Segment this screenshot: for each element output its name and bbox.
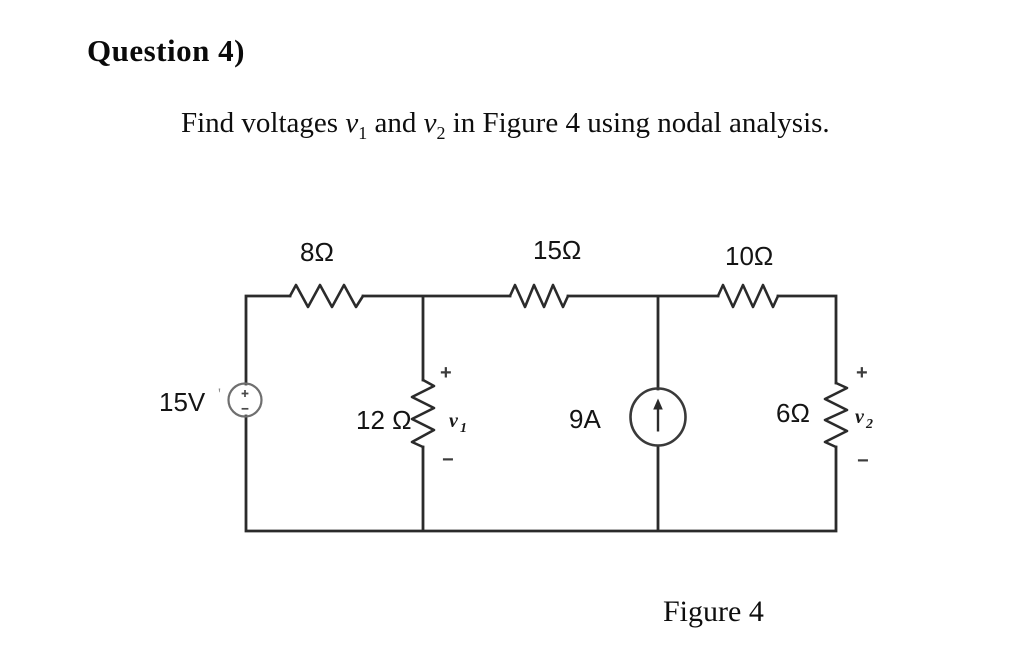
question-title: Question 4) bbox=[87, 33, 245, 68]
statement-middle: and bbox=[367, 107, 424, 139]
resistor-8ohm-zigzag bbox=[288, 283, 365, 309]
voltage-source-label: 15V bbox=[159, 387, 206, 417]
resistor-10ohm-zigzag bbox=[716, 283, 780, 309]
up-arrow-head bbox=[653, 398, 663, 410]
voltage-source-icon bbox=[227, 382, 263, 418]
v2-annotation: + v 2 − bbox=[855, 362, 873, 472]
v2-minus-sign: − bbox=[857, 450, 869, 472]
var-v1-subscript: 1 bbox=[358, 122, 368, 143]
v1-subscript: 1 bbox=[460, 421, 467, 436]
current-source-circle bbox=[629, 387, 687, 447]
resistor-10ohm-label: 10Ω bbox=[725, 241, 773, 271]
v1-minus-sign: − bbox=[442, 449, 454, 471]
var-v2-symbol: v bbox=[423, 107, 437, 139]
voltage-source-plus-mark bbox=[241, 390, 249, 397]
resistor-6ohm-zigzag bbox=[823, 381, 849, 449]
circuit-wires bbox=[244, 294, 838, 533]
v1-symbol: v bbox=[449, 410, 459, 432]
voltage-source-circle bbox=[227, 382, 263, 418]
problem-statement: Find voltages v1 and v2 in Figure 4 usin… bbox=[181, 107, 830, 143]
scan-tick-mark: ' bbox=[218, 386, 221, 403]
resistor-15ohm-zigzag bbox=[508, 283, 570, 309]
v1-plus-sign: + bbox=[440, 362, 452, 384]
statement-tail: in Figure 4 using nodal analysis. bbox=[445, 107, 830, 139]
resistor-12ohm-zigzag bbox=[410, 378, 436, 449]
resistor-15ohm-label: 15Ω bbox=[533, 235, 581, 265]
var-v2-subscript: 2 bbox=[436, 122, 446, 143]
resistor-6ohm-label: 6Ω bbox=[776, 398, 810, 428]
v2-symbol: v bbox=[855, 406, 865, 428]
var-v1-symbol: v bbox=[345, 107, 359, 139]
resistor-8ohm-label: 8Ω bbox=[300, 237, 334, 267]
v2-subscript: 2 bbox=[865, 417, 873, 432]
resistor-12ohm-label: 12 Ω bbox=[356, 405, 412, 435]
v2-plus-sign: + bbox=[856, 362, 868, 384]
figure-caption: Figure 4 bbox=[663, 595, 764, 628]
current-source-label: 9A bbox=[569, 404, 601, 434]
v1-annotation: + v 1 − bbox=[440, 362, 467, 471]
statement-lead: Find voltages bbox=[181, 107, 346, 139]
current-source-icon bbox=[629, 387, 687, 447]
